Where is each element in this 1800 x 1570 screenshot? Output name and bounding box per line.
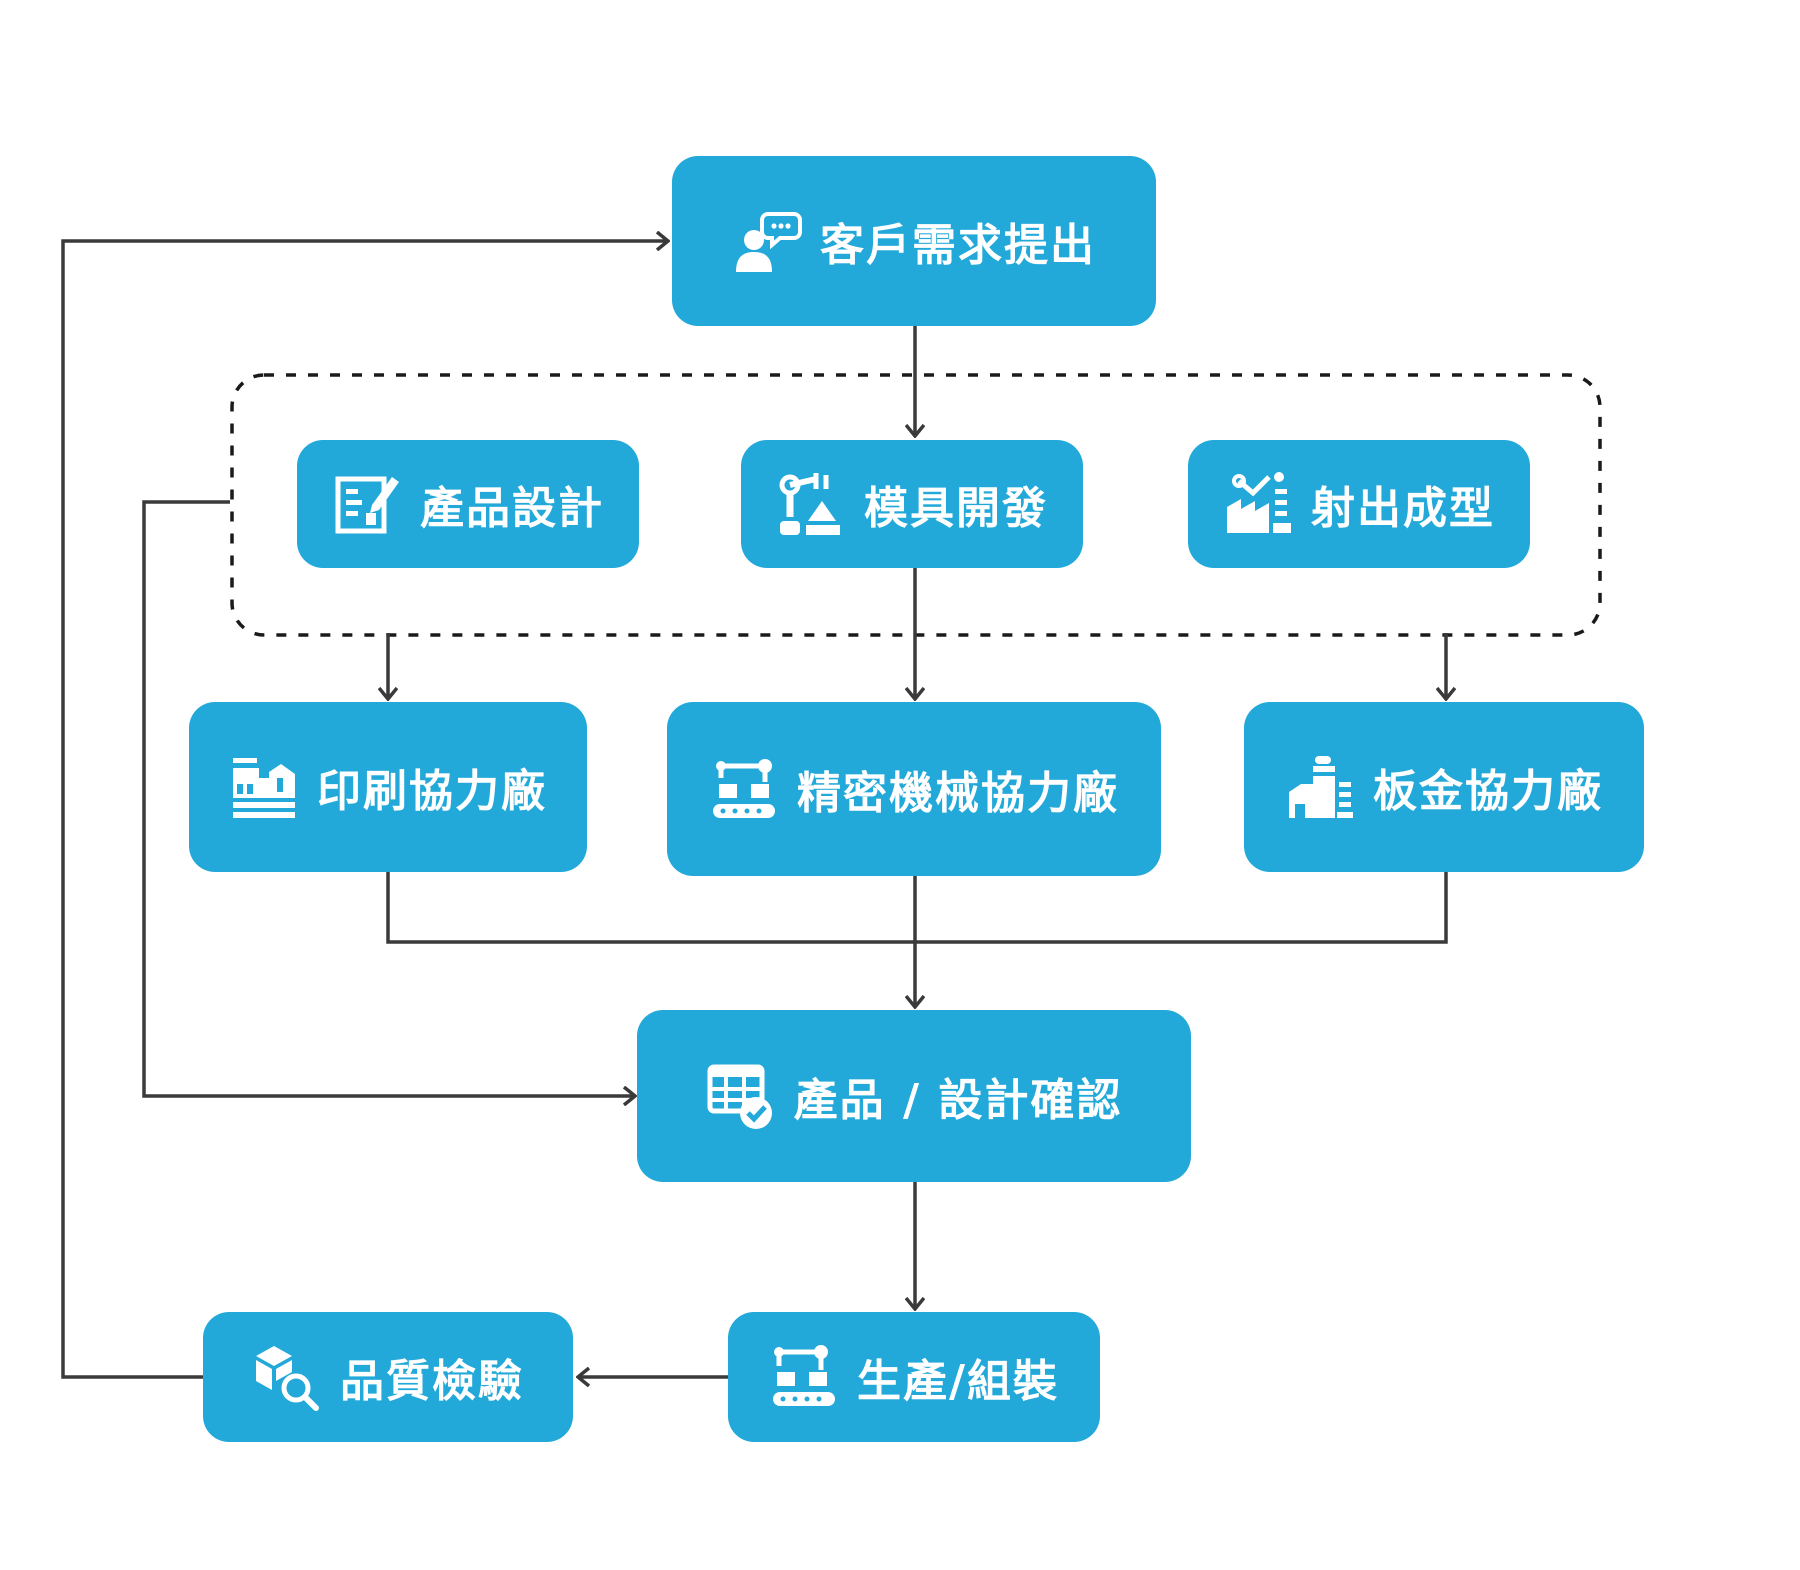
arrow-inspection-to-request [61, 241, 668, 1379]
node-label: 品質檢驗 [340, 1356, 524, 1407]
box-search-icon [252, 1342, 322, 1412]
node-sheet-metal-partner: 板金協力廠 [1244, 702, 1644, 872]
node-label: 精密機械協力廠 [797, 768, 1119, 819]
node-printing-partner: 印刷協力廠 [189, 702, 587, 872]
factory-icon [1285, 752, 1355, 822]
arrow-group-to-confirmation [142, 500, 635, 1096]
node-label: 射出成型 [1311, 483, 1495, 534]
node-customer-request: 客戶需求提出 [672, 156, 1156, 326]
printer-machine-icon [229, 752, 299, 822]
node-product-design: 產品設計 [297, 440, 639, 568]
node-label: 印刷協力廠 [317, 766, 547, 817]
node-quality-inspection: 品質檢驗 [203, 1312, 573, 1442]
node-design-confirmation: 產品 / 設計確認 [637, 1010, 1191, 1182]
node-label: 模具開發 [864, 483, 1048, 534]
factory-robot-icon [1223, 469, 1293, 539]
node-injection-molding: 射出成型 [1188, 440, 1530, 568]
conveyor-robot-icon [709, 754, 779, 824]
node-label: 產品設計 [420, 483, 604, 534]
robot-arm-icon [776, 469, 846, 539]
user-chat-icon [732, 206, 802, 276]
merge-line-printing [386, 872, 915, 944]
node-label: 生產/組裝 [856, 1356, 1060, 1407]
node-mold-development: 模具開發 [741, 440, 1083, 568]
node-precision-machinery-partner: 精密機械協力廠 [667, 702, 1161, 876]
node-production-assembly: 生產/組裝 [728, 1312, 1100, 1442]
design-document-icon [332, 469, 402, 539]
node-label: 板金協力廠 [1373, 766, 1603, 817]
assembly-line-icon [769, 1342, 839, 1412]
table-check-icon [706, 1061, 776, 1131]
node-label: 產品 / 設計確認 [793, 1075, 1123, 1126]
node-label: 客戶需求提出 [820, 220, 1096, 271]
merge-line-sheet-metal [915, 872, 1448, 944]
